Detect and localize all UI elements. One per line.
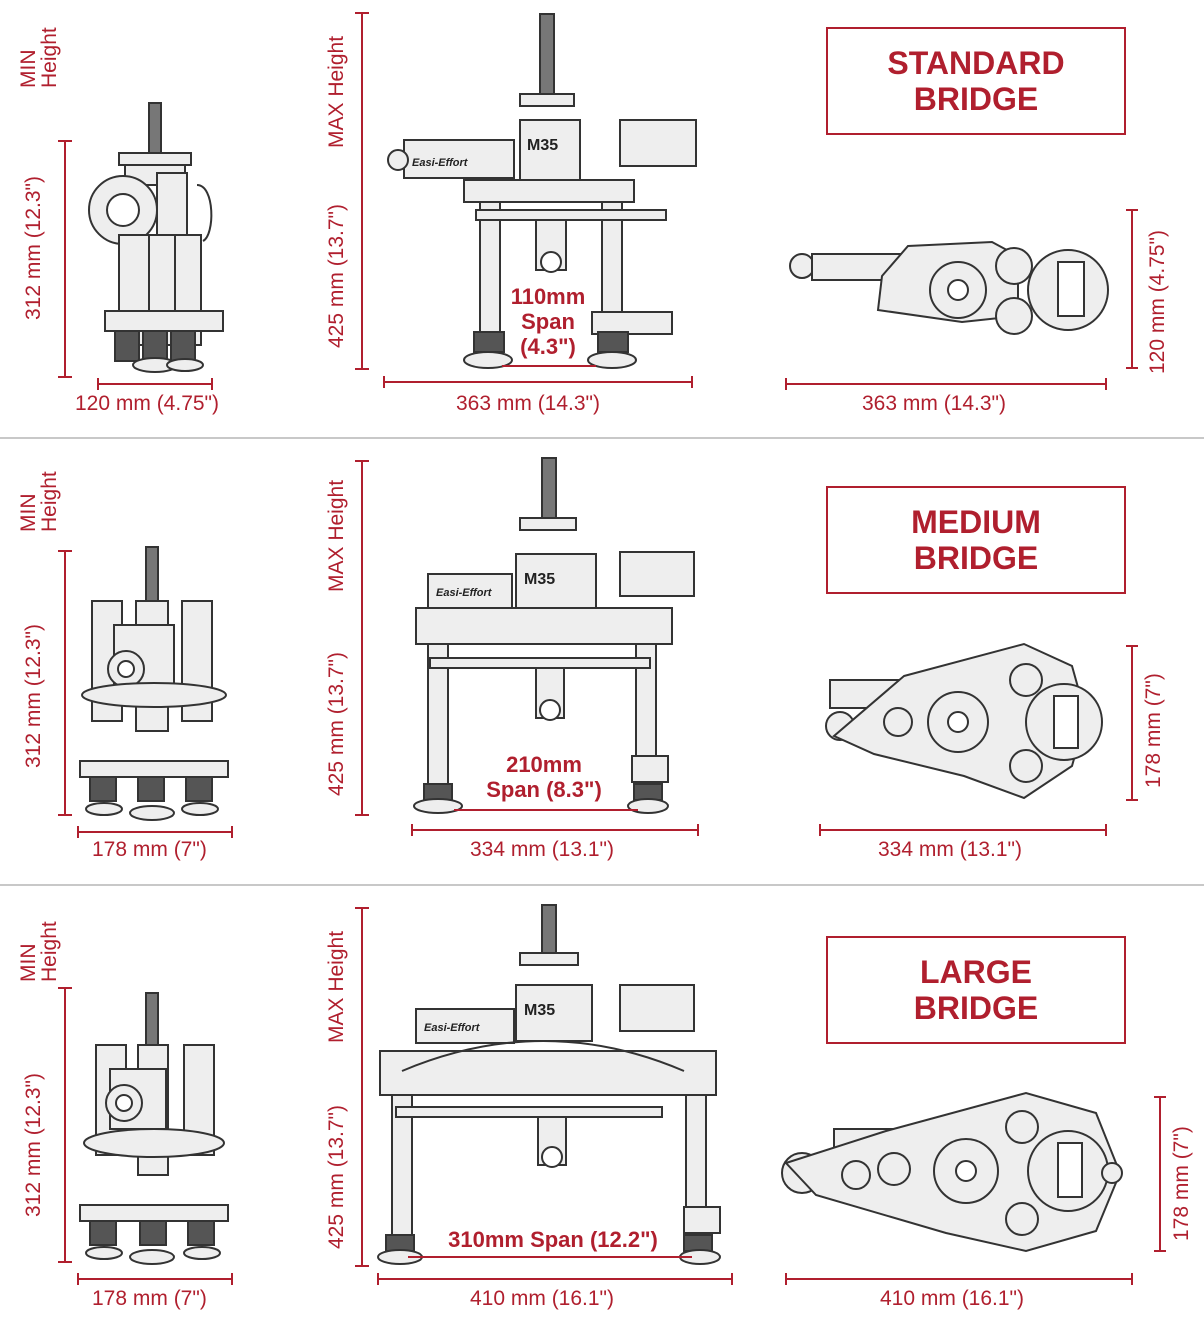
side-width-dimension-line — [77, 1273, 233, 1285]
row-separator — [0, 437, 1204, 439]
row-separator — [0, 884, 1204, 886]
svg-text:Easi-Effort: Easi-Effort — [436, 587, 493, 599]
front-width-dimension-line — [383, 376, 693, 388]
front-width-value: 334 mm (13.1") — [470, 838, 615, 861]
svg-text:M35: M35 — [527, 137, 558, 154]
front-view-medium-illustration: M35 Easi-Effort — [413, 457, 695, 814]
min-height-dimension-line — [58, 140, 72, 378]
side-view-medium-illustration — [79, 546, 229, 821]
top-depth-dimension-line — [1154, 1096, 1166, 1252]
min-height-value: 312 mm (12.3") — [22, 175, 45, 320]
front-width-dimension-line — [411, 824, 699, 836]
side-width-value: 178 mm (7") — [92, 838, 207, 861]
side-view-large-illustration — [79, 992, 229, 1265]
front-width-dimension-line — [377, 1273, 733, 1285]
max-height-value: 425 mm (13.7") — [325, 1104, 348, 1249]
front-view-large-illustration: M35 Easi-Effort — [377, 904, 721, 1265]
top-view-standard-illustration — [789, 240, 1109, 335]
span-dimension-line — [454, 809, 638, 811]
svg-text:M35: M35 — [524, 1002, 555, 1019]
span-dimension-line — [502, 365, 596, 367]
max-height-label: MAX Height — [325, 930, 348, 1043]
top-width-dimension-line — [785, 1273, 1133, 1285]
front-width-value: 410 mm (16.1") — [470, 1287, 615, 1310]
max-height-value: 425 mm (13.7") — [325, 203, 348, 348]
top-width-value: 363 mm (14.3") — [862, 392, 1007, 415]
min-height-value: 312 mm (12.3") — [22, 1072, 45, 1217]
max-height-label: MAX Height — [325, 479, 348, 592]
top-depth-value: 178 mm (7") — [1170, 1126, 1193, 1241]
side-view-standard-illustration — [88, 102, 224, 373]
min-height-dimension-line — [58, 987, 72, 1263]
top-depth-value: 120 mm (4.75") — [1146, 229, 1169, 374]
side-width-dimension-line — [97, 378, 213, 390]
top-width-dimension-line — [785, 378, 1107, 390]
top-view-large-illustration — [781, 1091, 1123, 1253]
span-dimension-line — [408, 1256, 692, 1258]
side-width-value: 120 mm (4.75") — [75, 392, 220, 415]
top-width-value: 334 mm (13.1") — [878, 838, 1023, 861]
top-depth-dimension-line — [1126, 645, 1138, 801]
svg-text:Easi-Effort: Easi-Effort — [412, 157, 469, 169]
span-label: 310mm Span (12.2") — [448, 1227, 658, 1252]
top-depth-dimension-line — [1126, 209, 1138, 369]
top-width-dimension-line — [819, 824, 1107, 836]
svg-text:M35: M35 — [524, 571, 555, 588]
top-depth-value: 178 mm (7") — [1142, 673, 1165, 788]
max-height-dimension-line — [355, 907, 369, 1267]
max-height-dimension-line — [355, 12, 369, 370]
svg-text:Easi-Effort: Easi-Effort — [424, 1022, 481, 1034]
min-height-value: 312 mm (12.3") — [22, 623, 45, 768]
top-view-medium-illustration — [825, 642, 1103, 800]
min-height-dimension-line — [58, 550, 72, 816]
top-width-value: 410 mm (16.1") — [880, 1287, 1025, 1310]
max-height-dimension-line — [355, 460, 369, 816]
max-height-value: 425 mm (13.7") — [325, 651, 348, 796]
side-width-value: 178 mm (7") — [92, 1287, 207, 1310]
side-width-dimension-line — [77, 826, 233, 838]
front-view-standard-illustration: M35 Easi-Effort — [387, 13, 697, 369]
front-width-value: 363 mm (14.3") — [456, 392, 601, 415]
max-height-label: MAX Height — [325, 35, 348, 148]
